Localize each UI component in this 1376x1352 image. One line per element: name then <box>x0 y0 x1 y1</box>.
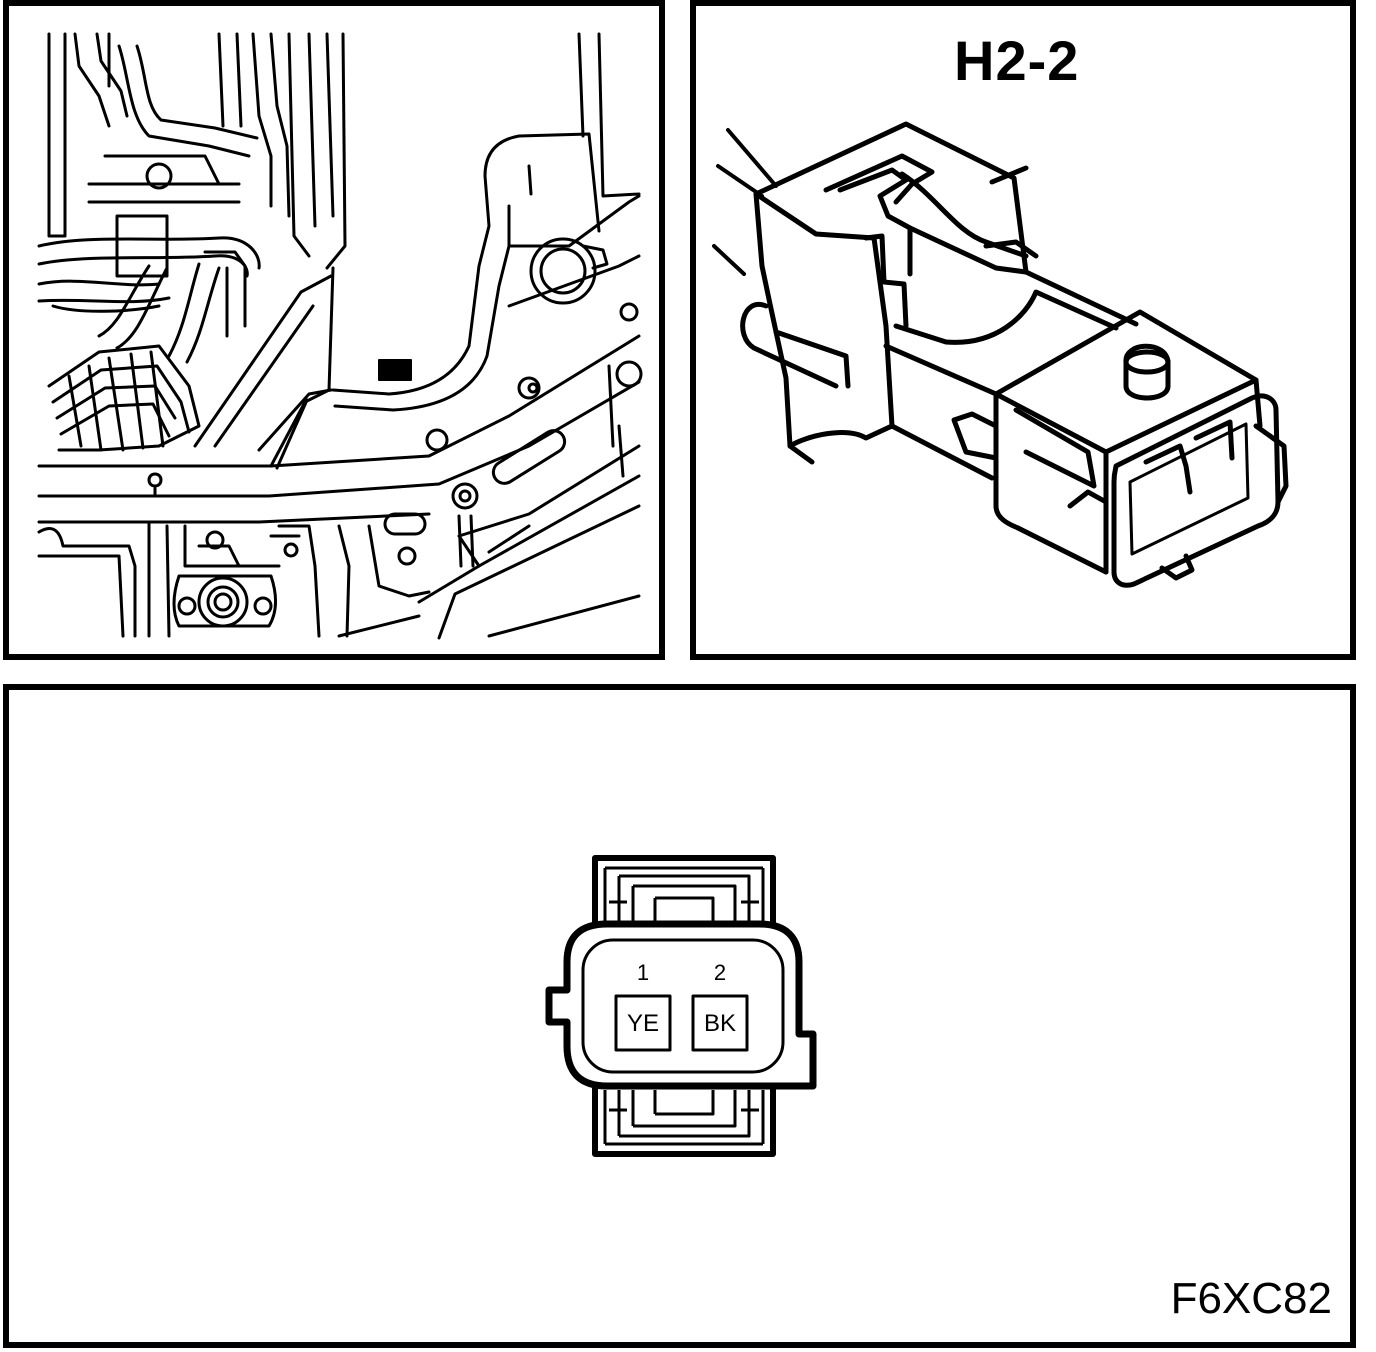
connector-face-panel: 1 2 YE BK F6XC82 <box>3 684 1356 1348</box>
pin-2-cavity <box>691 994 749 1052</box>
pin-2-wire-color: BK <box>704 1010 736 1037</box>
connector-title: H2-2 <box>954 29 1080 92</box>
pin-1-number: 1 <box>637 960 649 985</box>
pin-1-wire-color: YE <box>627 1010 659 1037</box>
figure-code: F6XC82 <box>1170 1274 1332 1323</box>
location-view-panel <box>3 0 665 660</box>
connector-view-panel: H2-2 <box>690 0 1356 660</box>
engine-bay-location-drawing <box>37 32 643 640</box>
connector-face-drawing: 1 2 YE BK <box>545 855 817 1157</box>
pin-1-cavity <box>614 994 672 1052</box>
connector-3d-drawing <box>712 121 1289 588</box>
pin-2-number: 2 <box>714 960 726 985</box>
